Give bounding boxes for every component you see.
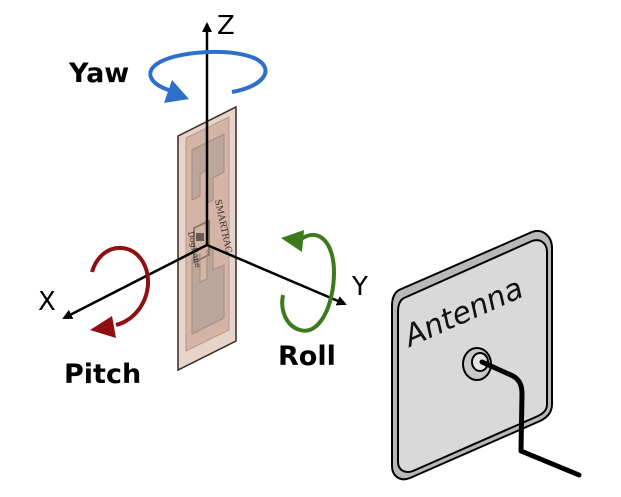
y-axis-line	[206, 243, 347, 306]
z-axis-label: Z	[217, 11, 235, 41]
antenna-cable	[479, 359, 582, 478]
pitch-rotation-arc-icon	[90, 245, 151, 327]
roll-rotation: Roll	[278, 230, 337, 372]
roll-rotation-arc-icon	[280, 232, 337, 333]
yaw-label: Yaw	[68, 58, 129, 89]
x-axis-label: X	[38, 287, 56, 317]
yaw-arrowhead-icon	[164, 80, 189, 103]
antenna-panel: Antenna	[391, 230, 582, 481]
pitch-rotation: Pitch	[64, 245, 151, 390]
yaw-rotation-arc-icon	[148, 49, 268, 94]
coordinate-axes: Z X Y	[38, 11, 368, 320]
yaw-rotation: Yaw	[68, 49, 268, 103]
rfid-tag-chip	[196, 233, 204, 241]
roll-arrowhead-icon	[281, 230, 304, 252]
pitch-arrowhead-icon	[90, 316, 116, 338]
y-axis-label: Y	[351, 272, 368, 302]
roll-label: Roll	[278, 341, 336, 372]
pitch-label: Pitch	[64, 359, 141, 390]
x-axis-line	[62, 243, 208, 320]
